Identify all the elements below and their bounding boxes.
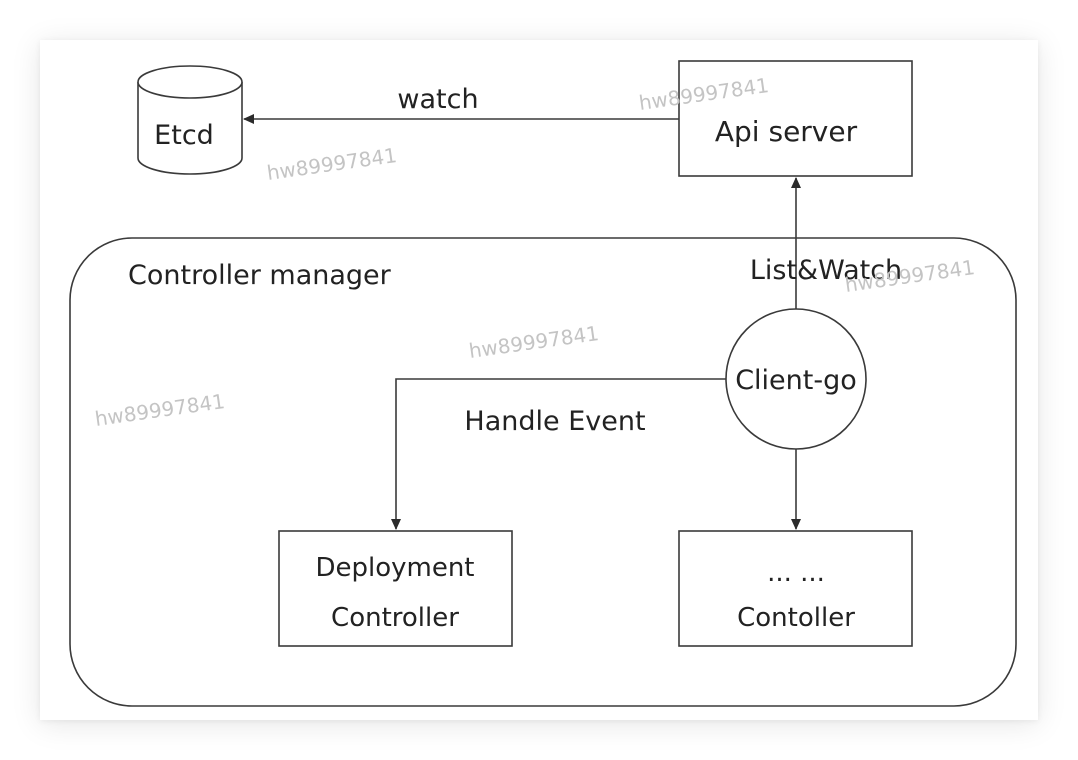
deployment-controller-label-line2: Controller xyxy=(331,603,459,633)
list-watch-edge-label: List&Watch xyxy=(750,255,902,286)
watermark-text: hw89997841 xyxy=(265,143,398,185)
deployment-controller-box xyxy=(278,530,513,647)
other-controller-label-line1: ... ... xyxy=(767,558,825,588)
deployment-controller-label-line1: Deployment xyxy=(315,553,474,583)
handle-event-edge xyxy=(391,378,726,530)
client-go-label: Client-go xyxy=(735,365,857,396)
etcd-node: Etcd xyxy=(137,65,243,175)
other-controller-node: ... ... Contoller xyxy=(678,530,913,647)
client-go-node: Client-go xyxy=(725,308,867,450)
etcd-cylinder-top xyxy=(137,65,243,99)
api-server-node: Api server xyxy=(678,60,913,177)
other-controller-box xyxy=(678,530,913,647)
controller-manager-label: Controller manager xyxy=(128,260,392,291)
deployment-controller-node: Deployment Controller xyxy=(278,530,513,647)
etcd-label: Etcd xyxy=(154,120,214,151)
etcd-cylinder-body xyxy=(137,82,243,175)
api-server-box xyxy=(678,60,913,177)
api-server-label: Api server xyxy=(715,115,858,148)
handle-event-edge-label: Handle Event xyxy=(464,406,645,437)
watch-edge-label: watch xyxy=(397,84,478,115)
other-controller-label-line2: Contoller xyxy=(737,603,855,633)
